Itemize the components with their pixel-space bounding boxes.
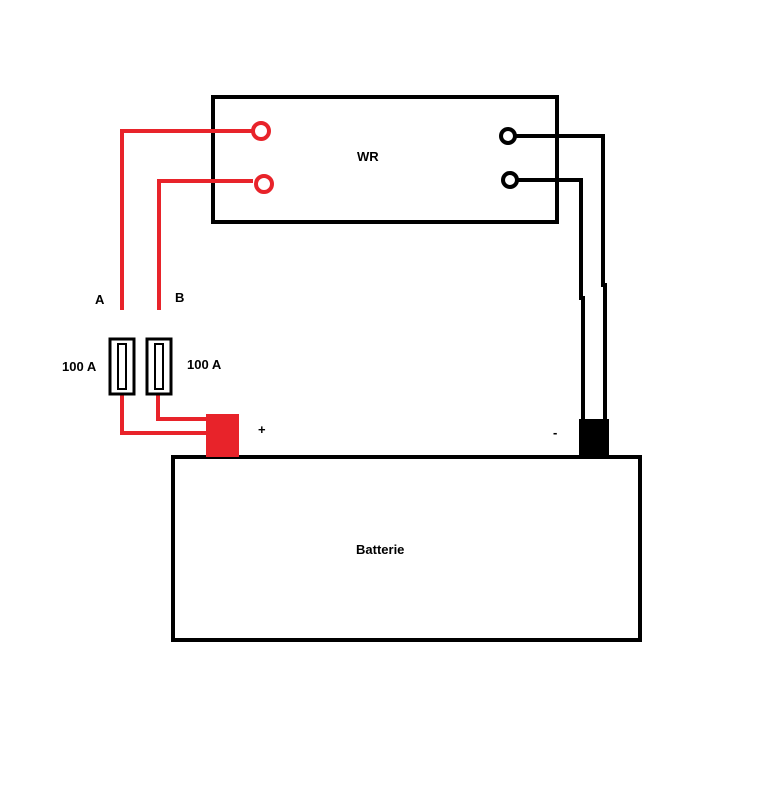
positive-link-fuse-a	[120, 394, 207, 435]
battery-box	[171, 455, 642, 642]
negative-cable-1	[512, 134, 607, 420]
inverter-label: WR	[357, 149, 379, 164]
positive-cable-b	[157, 179, 253, 310]
fuse-a	[108, 337, 136, 396]
cable-a-label: A	[95, 292, 105, 307]
battery-label: Batterie	[356, 542, 404, 557]
fuse-b	[145, 337, 173, 396]
battery-negative-terminal	[579, 419, 609, 457]
positive-link-fuse-b	[156, 394, 207, 421]
battery-positive-terminal	[206, 414, 239, 457]
negative-cable-2	[514, 178, 585, 420]
fuse-a-rating: 100 A	[62, 359, 97, 374]
inverter-positive-terminal-1	[251, 121, 271, 141]
inverter-negative-terminal-1	[499, 127, 517, 145]
positive-terminal-label: +	[258, 422, 266, 437]
negative-terminal-label: -	[553, 425, 557, 440]
positive-cable-a	[120, 129, 253, 310]
inverter-negative-terminal-2	[501, 171, 519, 189]
cable-b-label: B	[175, 290, 184, 305]
fuse-b-rating: 100 A	[187, 357, 222, 372]
inverter-positive-terminal-2	[254, 174, 274, 194]
inverter-box	[211, 95, 559, 224]
